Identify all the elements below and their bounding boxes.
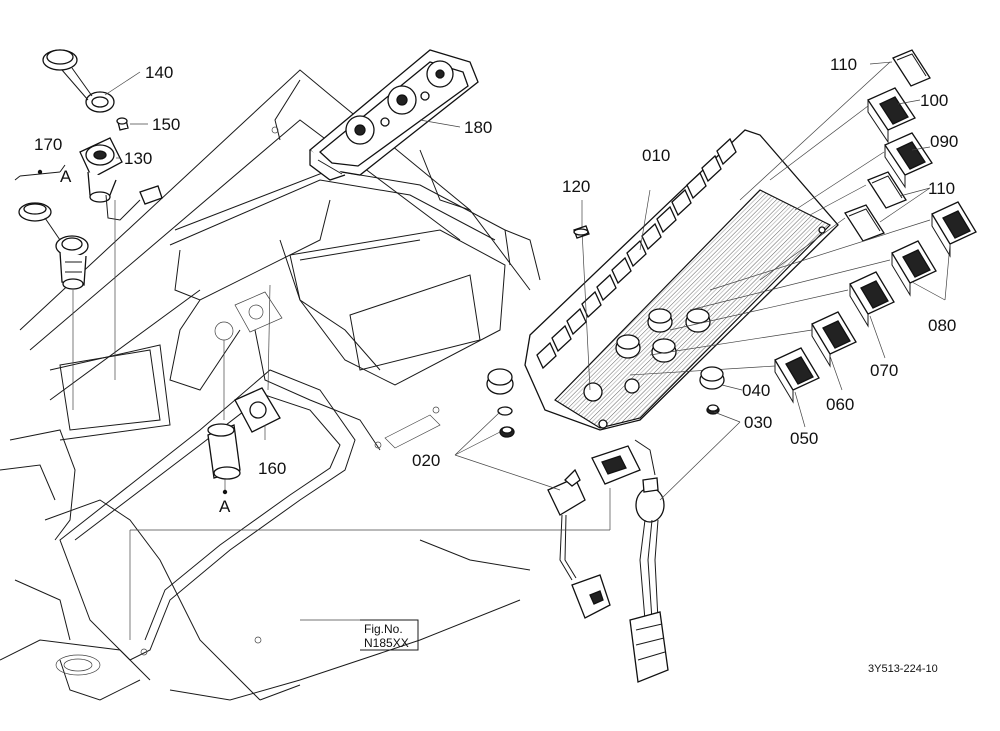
leader-lines-left (37, 71, 741, 640)
figure-label: Fig.No. (364, 622, 403, 636)
switch-090 (884, 132, 933, 189)
callout-110-top: 110 (830, 55, 857, 74)
switch-080-a (931, 201, 977, 258)
switch-slot-row (536, 137, 737, 370)
figure-number-box: Fig.No. N185XX (300, 619, 419, 651)
part-020-knob (486, 368, 515, 438)
part-010-switch-panel (524, 129, 839, 431)
callout-060: 060 (826, 395, 854, 414)
callout-090: 090 (930, 132, 958, 151)
callout-050: 050 (790, 429, 818, 448)
callout-labels: 010 020 030 040 050 060 070 080 090 100 … (34, 55, 958, 516)
drawing-reference-code: 3Y513-224-10 (868, 663, 938, 675)
part-120-screw (573, 225, 590, 239)
switch-050 (774, 347, 820, 404)
part-160-sleeve (207, 387, 281, 480)
console-body-outline (0, 69, 541, 701)
part-170-lighter (14, 164, 89, 290)
callout-100: 100 (920, 91, 948, 110)
part-040-knob (699, 366, 725, 415)
switch-110-blank-a (867, 171, 907, 209)
part-130-socket (79, 137, 163, 221)
connector-label-a-bottom: A (219, 497, 231, 516)
callout-170: 170 (34, 135, 62, 154)
callout-160: 160 (258, 459, 286, 478)
callout-070: 070 (870, 361, 898, 380)
part-180-heater-control-panel (309, 49, 479, 181)
switch-070 (849, 271, 895, 328)
callout-180: 180 (464, 118, 492, 137)
callout-010: 010 (642, 146, 670, 165)
knob-cluster (615, 308, 711, 363)
switch-060 (811, 311, 857, 368)
callout-030: 030 (744, 413, 772, 432)
socket-mount-holes (234, 291, 283, 333)
switch-080-b (891, 240, 937, 297)
rotary-switch-harness-right (591, 439, 669, 683)
part-140-cap (42, 49, 115, 113)
part-150-screw (116, 117, 129, 131)
callout-130: 130 (124, 149, 152, 168)
rocker-switches (774, 49, 977, 404)
callout-110-right: 110 (928, 179, 955, 198)
switch-110-blank-b (844, 204, 885, 242)
connector-label-a-top: A (60, 167, 72, 186)
callout-040: 040 (742, 381, 770, 400)
switch-110-top (892, 49, 931, 87)
callout-140: 140 (145, 63, 173, 82)
rotary-switch-harness-left (547, 468, 611, 619)
callout-080: 080 (928, 316, 956, 335)
callout-150: 150 (152, 115, 180, 134)
callout-020: 020 (412, 451, 440, 470)
switch-100 (867, 87, 916, 144)
figure-number: N185XX (364, 636, 409, 650)
callout-120: 120 (562, 177, 590, 196)
